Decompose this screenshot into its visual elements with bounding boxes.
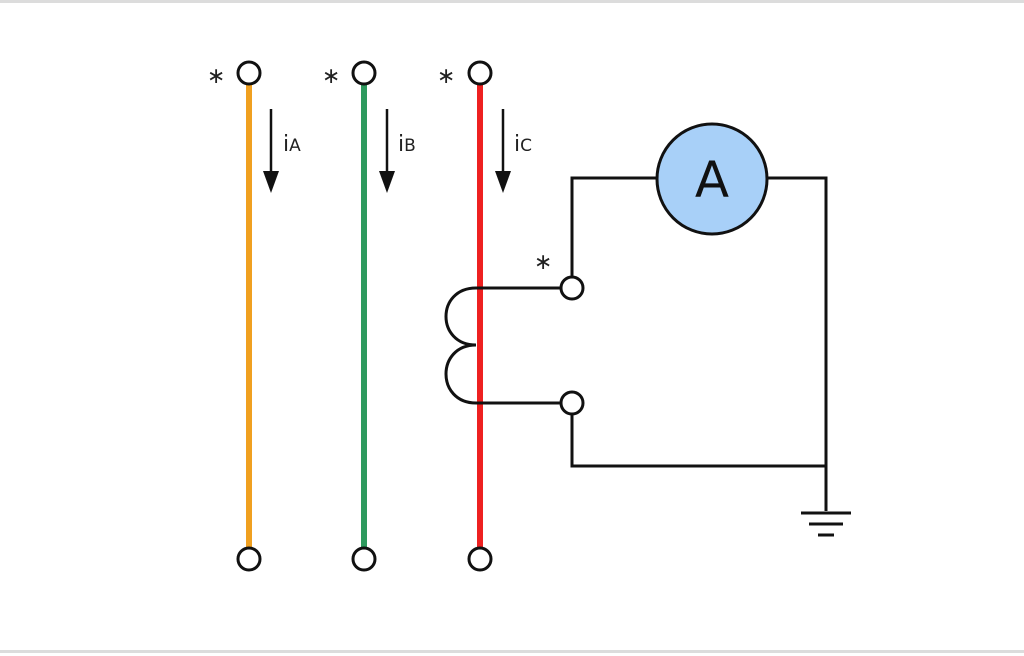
phase-a-conductor: ∗ iA bbox=[207, 60, 301, 572]
wire-to-ammeter bbox=[570, 176, 657, 277]
phase-b-top-terminal bbox=[351, 60, 377, 86]
phase-c-polarity-mark: ∗ bbox=[437, 64, 455, 89]
ammeter-body bbox=[655, 122, 769, 236]
current-label-a: iA bbox=[283, 132, 301, 157]
phase-a-arrow-head bbox=[263, 171, 279, 193]
phase-a-bottom-terminal bbox=[236, 546, 262, 572]
phase-c-top-terminal bbox=[467, 60, 493, 86]
ct-terminal-top bbox=[559, 275, 585, 301]
current-label-b: iB bbox=[398, 132, 416, 157]
ammeter: A bbox=[655, 122, 769, 236]
phase-c-arrow-head bbox=[495, 171, 511, 193]
current-label-c: iC bbox=[514, 132, 532, 157]
ct-coil bbox=[444, 286, 480, 405]
ct-terminal-bottom bbox=[559, 390, 585, 416]
secondary-circuit bbox=[570, 176, 828, 511]
phase-c-bottom-terminal bbox=[467, 546, 493, 572]
phase-c-conductor: ∗ iC bbox=[437, 60, 532, 572]
ammeter-label: A bbox=[695, 151, 729, 209]
wire-ammeter-return bbox=[767, 176, 828, 466]
phase-b-conductor: ∗ iB bbox=[322, 60, 416, 572]
ct-polarity-mark: ∗ bbox=[534, 250, 552, 275]
ground-icon bbox=[801, 511, 851, 537]
phase-b-polarity-mark: ∗ bbox=[322, 64, 340, 89]
current-transformer: ∗ bbox=[444, 250, 585, 416]
phase-a-top-terminal bbox=[236, 60, 262, 86]
phase-b-arrow-head bbox=[379, 171, 395, 193]
wire-bottom-return bbox=[570, 414, 826, 468]
phase-b-bottom-terminal bbox=[351, 546, 377, 572]
circuit-diagram: ∗ iA ∗ iB ∗ iC ∗ bbox=[207, 60, 851, 572]
phase-a-polarity-mark: ∗ bbox=[207, 64, 225, 89]
